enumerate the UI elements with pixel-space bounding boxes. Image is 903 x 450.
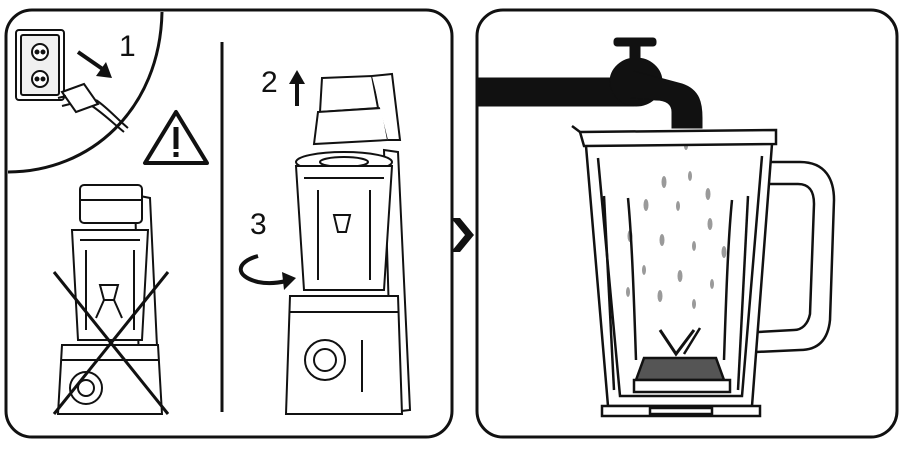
step-1-label: 1: [119, 30, 136, 63]
rotate-arrow-icon: [238, 254, 296, 290]
blender-jug-icon: [571, 125, 836, 418]
blender-twist-icon: [284, 148, 412, 415]
step-3-label: 3: [250, 208, 267, 241]
step-2-label: 2: [261, 66, 278, 99]
arrow-up-icon: [289, 70, 305, 106]
chevron-right-icon: [451, 218, 474, 252]
pull-arrow-icon: [76, 50, 112, 78]
warning-triangle-icon: [143, 110, 209, 165]
faucet-icon: [478, 37, 703, 129]
plug-icon: [57, 82, 129, 133]
left-panel: [4, 8, 454, 439]
wall-socket-icon: [15, 29, 65, 101]
cross-icon: [52, 271, 170, 415]
right-panel: [475, 8, 899, 439]
blender-lid-lifted-icon: [312, 72, 402, 146]
blender-wrong-icon: [56, 184, 164, 415]
unplug-inset: [7, 11, 164, 174]
